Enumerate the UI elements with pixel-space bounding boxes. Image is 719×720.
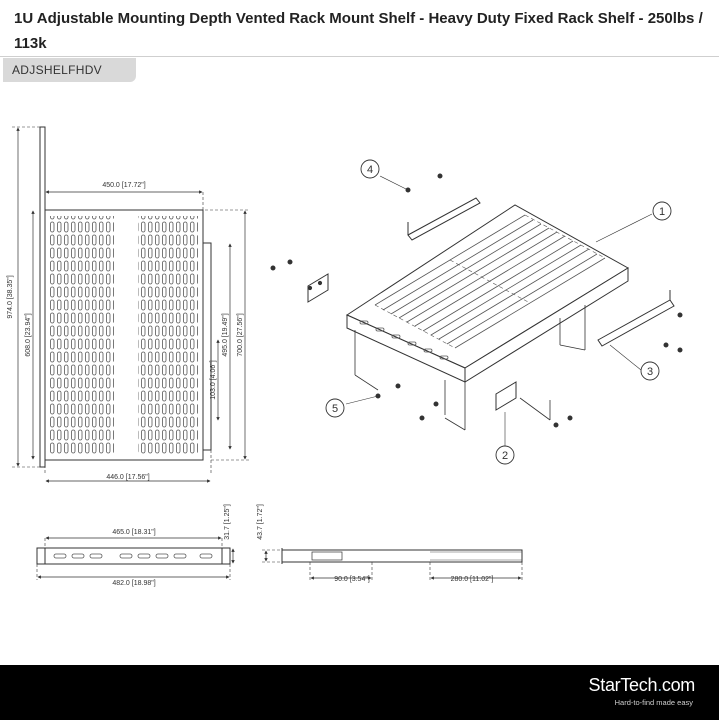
brand-logo: StarTech.com	[588, 675, 696, 695]
technical-drawing: 450.0 [17.72"] 446.0 [17.56"] 974.0 [38.…	[7, 126, 683, 587]
svg-text:1: 1	[659, 206, 665, 218]
svg-text:2: 2	[502, 450, 508, 462]
dim-side-short: 90.0 [3.54"]	[334, 576, 370, 583]
sku-tab: ADJSHELFHDV	[3, 58, 136, 82]
shelf-body-top	[44, 209, 204, 461]
vent-slots-left	[50, 216, 114, 454]
product-title: 1U Adjustable Mounting Depth Vented Rack…	[14, 10, 703, 52]
footer-bar: StarTech.com Hard-to-find made easy	[0, 665, 719, 720]
left-flange	[39, 126, 46, 468]
dim-top-width: 450.0 [17.72"]	[102, 182, 145, 189]
front-panel	[36, 547, 231, 565]
rail-3	[597, 299, 675, 347]
svg-text:3: 3	[647, 366, 653, 378]
dim-front-outer-width: 482.0 [18.98"]	[112, 580, 155, 587]
rail-bracket-top	[203, 242, 212, 451]
side-view-dimensions: 90.0 [3.54"] 280.0 [11.02"] 43.7 [1.72"]	[257, 504, 493, 583]
brand-tagline: Hard-to-find made easy	[614, 698, 693, 707]
svg-text:5: 5	[332, 403, 338, 415]
vent-slots-right	[138, 216, 198, 454]
callout-2: 2	[495, 445, 515, 465]
bracket-front-left	[307, 273, 329, 303]
dim-overall-depth: 974.0 [38.35"]	[7, 275, 14, 318]
callout-1: 1	[652, 201, 672, 221]
callout-3: 3	[640, 361, 660, 381]
top-view	[12, 126, 250, 483]
bracket-front-right	[495, 381, 517, 411]
callouts: 1 2 3 4 5	[325, 159, 672, 465]
sku-divider	[0, 56, 719, 57]
svg-text:4: 4	[367, 164, 373, 176]
dim-side-height: 43.7 [1.72"]	[257, 504, 264, 540]
rail-4	[407, 197, 481, 241]
logo-dot: .	[657, 675, 662, 695]
dim-inner-depth: 608.0 [23.94"]	[25, 313, 32, 356]
front-view	[36, 536, 235, 580]
dim-slot-depth: 495.0 [19.49"]	[222, 313, 229, 356]
shelf-side-iso	[464, 267, 629, 383]
callout-5: 5	[325, 398, 345, 418]
dim-front-inner-width: 465.0 [18.31"]	[112, 529, 155, 536]
dim-front-height: 31.7 [1.25"]	[224, 504, 231, 540]
front-view-dimensions: 465.0 [18.31"] 482.0 [18.98"] 31.7 [1.25…	[112, 504, 231, 587]
top-view-dimensions: 450.0 [17.72"] 446.0 [17.56"] 974.0 [38.…	[7, 182, 244, 481]
dim-bottom-width: 446.0 [17.56"]	[106, 474, 149, 481]
dim-rear-depth: 700.0 [27.56"]	[237, 313, 244, 356]
isometric-view	[270, 173, 683, 446]
callout-4: 4	[360, 159, 380, 179]
dim-side-long: 280.0 [11.02"]	[451, 576, 494, 583]
side-view	[262, 548, 523, 582]
dim-small-depth: 103.0 [4.06"]	[210, 360, 217, 400]
